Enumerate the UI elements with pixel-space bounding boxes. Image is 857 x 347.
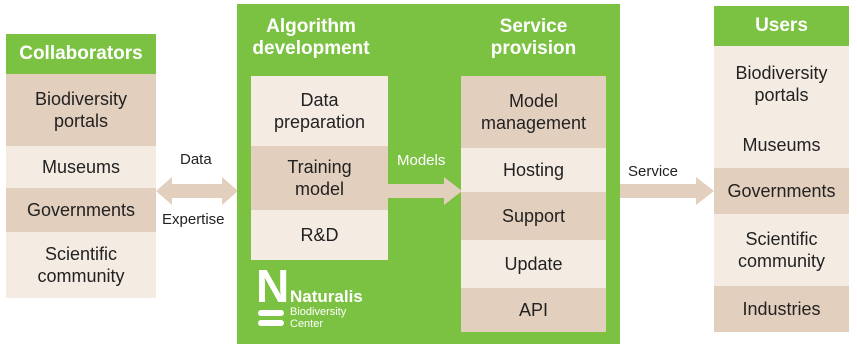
logo-stripe: [258, 310, 284, 316]
collaborators-title: Collaborators: [19, 43, 143, 64]
service-label: Support: [501, 206, 566, 226]
service-arrow-icon: [620, 177, 714, 205]
double-arrow-icon: [156, 177, 238, 205]
service-item: Support: [461, 192, 606, 240]
double-arrow-shape: [156, 177, 238, 205]
service-label: Update: [504, 254, 563, 274]
service-label: API: [518, 300, 548, 320]
user-label: Museums: [742, 135, 821, 155]
user-item: Industries: [714, 286, 849, 332]
service-provision-header: Service provision: [461, 14, 606, 62]
service-label: Service: [628, 163, 679, 180]
user-item: Scientific community: [714, 214, 849, 286]
logo-subtitle: Center: [290, 318, 324, 330]
algorithm-item: R&D: [251, 210, 388, 260]
collaborator-label: Biodiversity portals: [34, 89, 128, 131]
models-arrow-shape: [388, 177, 462, 205]
service-item: API: [461, 288, 606, 332]
user-label: Scientific community: [737, 229, 826, 271]
collaborator-item: Biodiversity portals: [6, 74, 156, 146]
user-item: Museums: [714, 122, 849, 168]
data-label: Data: [180, 151, 212, 168]
user-item: Governments: [714, 168, 849, 214]
service-item: Hosting: [461, 148, 606, 192]
algorithm-title: Algorithm development: [252, 16, 370, 59]
collaborator-label: Scientific community: [37, 244, 125, 286]
algorithm-header: Algorithm development: [237, 14, 385, 62]
algorithm-label: R&D: [300, 225, 339, 245]
collaborators-header: Collaborators: [6, 34, 156, 74]
algorithm-item: Data preparation: [251, 76, 388, 146]
service-provision-title: Service provision: [490, 16, 577, 59]
user-label: Industries: [742, 299, 821, 319]
users-title: Users: [755, 15, 808, 36]
user-label: Governments: [727, 181, 836, 201]
collaborator-item: Museums: [6, 146, 156, 188]
algorithm-label: Training model: [287, 157, 352, 199]
algorithm-label: Data preparation: [273, 90, 366, 132]
service-arrow-shape: [620, 177, 714, 205]
users-header: Users: [714, 6, 849, 46]
collaborator-label: Governments: [26, 200, 136, 220]
service-label: Hosting: [502, 160, 565, 180]
collaborator-label: Museums: [41, 157, 121, 177]
models-label: Models: [397, 152, 446, 169]
logo-mark: N: [256, 260, 290, 312]
models-arrow-icon: [388, 177, 462, 205]
logo-subtitle: Biodiversity: [290, 306, 347, 318]
service-label: Model management: [480, 91, 587, 133]
service-item: Model management: [461, 76, 606, 148]
logo-name: Naturalis: [290, 287, 363, 306]
logo-stripe: [258, 320, 284, 326]
service-item: Update: [461, 240, 606, 288]
algorithm-item: Training model: [251, 146, 388, 210]
collaborator-item: Scientific community: [6, 232, 156, 298]
expertise-label: Expertise: [162, 211, 225, 228]
naturalis-logo: N Naturalis Biodiversity Center: [256, 263, 386, 334]
user-label: Biodiversity portals: [735, 63, 828, 105]
user-item: Biodiversity portals: [714, 46, 849, 122]
collaborator-item: Governments: [6, 188, 156, 232]
